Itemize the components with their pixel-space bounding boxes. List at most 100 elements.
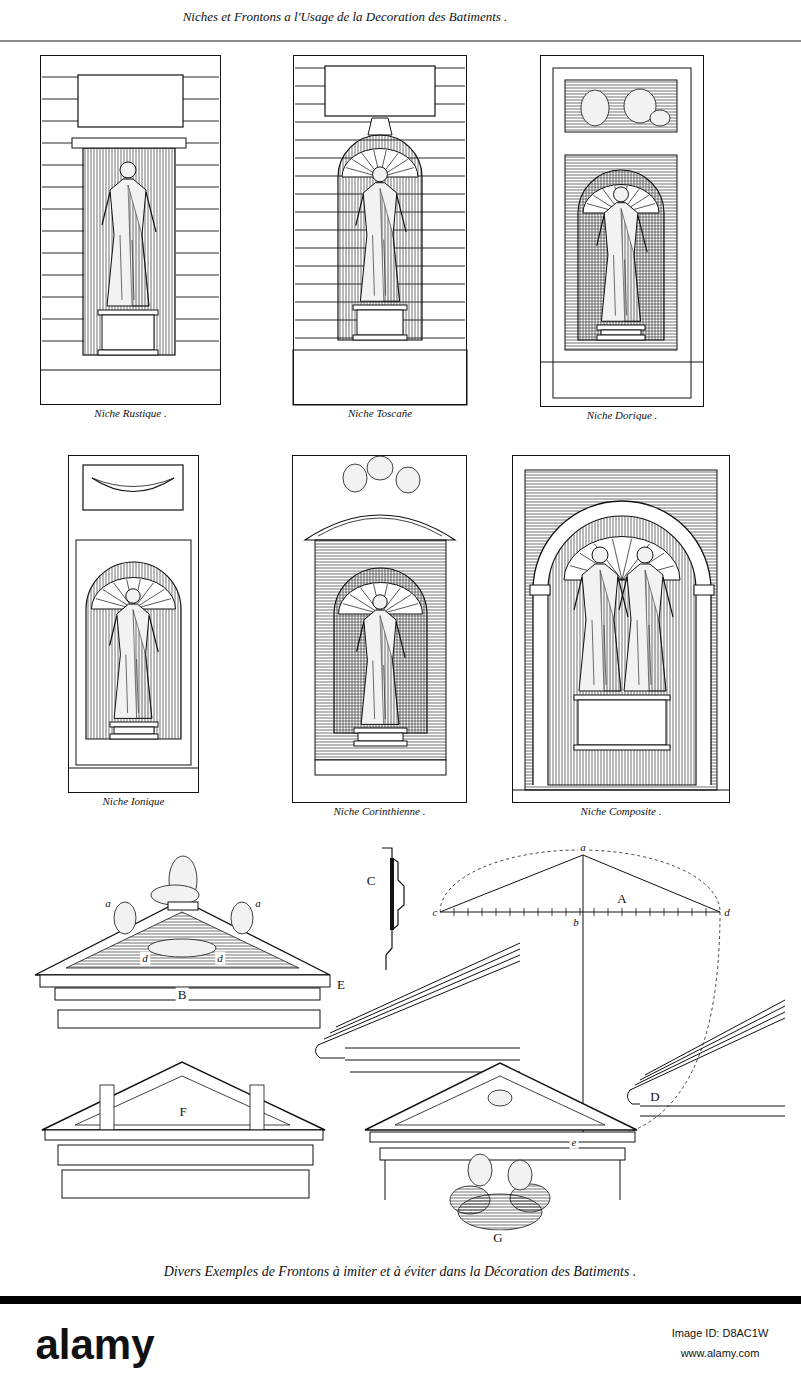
rustication [176, 165, 219, 166]
statue-head [373, 595, 387, 609]
cornice-line [635, 1012, 785, 1085]
tick [552, 908, 553, 916]
swag [92, 478, 174, 492]
block [250, 1085, 264, 1130]
tick [650, 908, 651, 916]
pedestal [574, 745, 670, 750]
niche-recess [86, 562, 181, 739]
frieze [380, 1148, 625, 1160]
niche-panel: Niche Corinthienne . [292, 455, 467, 803]
tick [636, 908, 637, 916]
niche-panel: Niche Dorique . [540, 55, 704, 407]
statue [107, 179, 149, 306]
cornice [45, 1130, 323, 1140]
sculpture [367, 456, 393, 480]
frame [76, 540, 191, 765]
statue-head [592, 547, 608, 563]
niche-caption: Niche Rustique . [92, 407, 168, 420]
rustication [176, 253, 219, 254]
drapery [126, 655, 128, 714]
sculpture [114, 902, 136, 934]
tympanum [66, 912, 299, 968]
pedestal [353, 305, 407, 310]
figure-letter: G [491, 1231, 504, 1246]
figure-letter: D [648, 1090, 661, 1105]
point-letter: d [140, 952, 150, 965]
profile-shade [390, 858, 394, 930]
bar [0, 1296, 801, 1304]
figure-letter: E [335, 978, 347, 993]
point-letter: d [215, 952, 225, 965]
sculpture [343, 464, 367, 492]
statue-arm [574, 577, 582, 610]
statue-head [126, 589, 140, 603]
arch [533, 501, 711, 785]
statue-shade [645, 570, 666, 691]
drapery [132, 240, 134, 300]
niche-recess [578, 170, 664, 340]
statue-shade [133, 610, 152, 719]
rustication [42, 165, 84, 166]
statue-head [120, 162, 136, 178]
statue-arm [396, 622, 405, 658]
cornice-line [640, 1116, 785, 1117]
point-letter: d [722, 906, 732, 919]
watermark-text: Image ID: D8AC1W [670, 1327, 771, 1340]
statue-arm [110, 616, 117, 646]
construction-arc [440, 850, 720, 912]
tick [538, 908, 539, 916]
tick [622, 908, 623, 916]
statue-arm [356, 195, 363, 226]
pedestal [357, 310, 403, 335]
pedestal [354, 728, 407, 733]
statue-shade [380, 616, 399, 725]
pedestal [601, 330, 641, 335]
tick [454, 908, 455, 916]
statue-arm [597, 215, 604, 246]
cornice-line [640, 1006, 785, 1080]
cornice-line [630, 1018, 785, 1090]
frame-panel [565, 155, 677, 350]
figure-letter: B [176, 988, 189, 1003]
sculpture [396, 467, 420, 493]
cornice [370, 1132, 635, 1142]
drapery [120, 235, 122, 300]
tablet [83, 465, 183, 510]
cornice [40, 975, 330, 987]
drapery [592, 620, 594, 685]
statue-arm [146, 192, 156, 232]
pediment [365, 1063, 637, 1130]
swag [92, 478, 174, 487]
plinth [293, 350, 467, 405]
rake [583, 855, 720, 912]
niche-caption: Niche Dorique . [585, 409, 660, 422]
plate-title: Niches et Frontons a l'Usage de la Decor… [181, 10, 510, 25]
pedestal [110, 722, 158, 727]
niche-caption: Niche Toscañe [346, 407, 414, 420]
pediment [305, 515, 455, 540]
cornice-line [324, 955, 520, 1039]
tick [692, 908, 693, 916]
niche-recess [334, 568, 427, 733]
pedestal [353, 335, 407, 340]
drapery [373, 661, 375, 720]
lintel [72, 138, 186, 148]
cherub [508, 1160, 532, 1190]
cornice-line [315, 1045, 345, 1058]
frame [553, 68, 691, 398]
drapery [137, 659, 139, 713]
rustication [42, 253, 84, 254]
drapery [637, 620, 639, 685]
drapery [384, 665, 386, 719]
rule [0, 41, 801, 42]
pedestal [102, 315, 154, 350]
basket [488, 1090, 512, 1106]
shell [339, 583, 423, 614]
tick [482, 908, 483, 916]
shell [564, 537, 680, 581]
rustication [42, 231, 84, 232]
statue-arm [638, 215, 647, 252]
statue [601, 203, 640, 322]
point-letter: b [571, 916, 581, 929]
